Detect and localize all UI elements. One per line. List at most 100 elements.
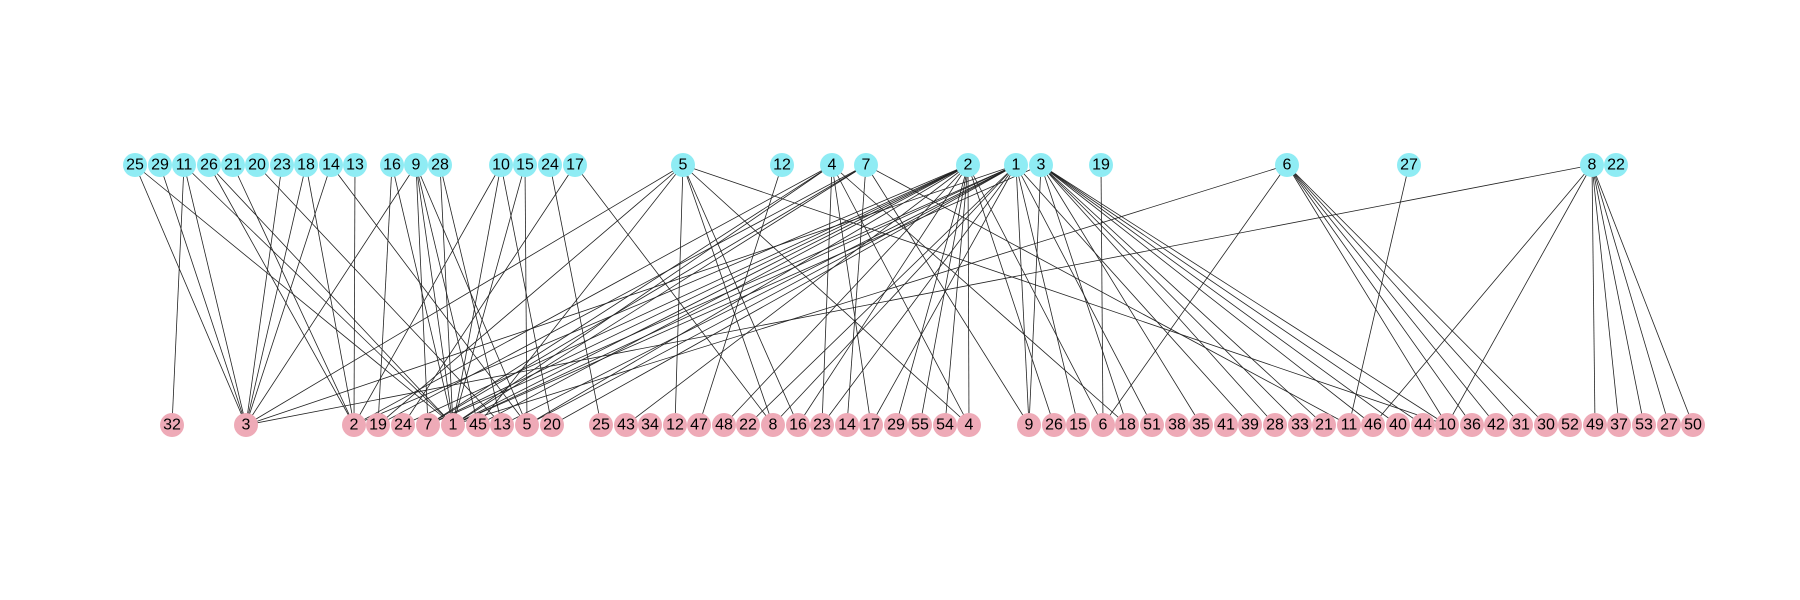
top-node-label: 4 [828, 157, 837, 174]
top-node-circle [245, 153, 269, 177]
edge-3-21 [1040, 164, 1325, 426]
bottom-node-40: 40 [1386, 413, 1410, 437]
edge-7-19 [377, 164, 867, 426]
edge-7-1 [452, 164, 867, 426]
edge-2-48 [723, 164, 969, 426]
bottom-node-22: 22 [736, 413, 760, 437]
bottom-node-19: 19 [366, 413, 390, 437]
bottom-node-52: 52 [1558, 413, 1582, 437]
edge-1-9 [1015, 164, 1030, 426]
edge-4-1 [452, 164, 833, 426]
edge-3-35 [1040, 164, 1202, 426]
bottom-node-circle [1238, 413, 1262, 437]
edge-8-53 [1591, 164, 1645, 426]
top-node-1: 1 [1004, 153, 1028, 177]
bottom-node-11: 11 [1337, 413, 1361, 437]
bottom-node-circle [1681, 413, 1705, 437]
bottom-node-circle [835, 413, 859, 437]
top-node-label: 3 [1037, 157, 1046, 174]
top-node-label: 16 [383, 157, 401, 174]
top-node-circle [538, 153, 562, 177]
bottom-node-label: 34 [641, 417, 659, 434]
top-node-circle [221, 153, 245, 177]
top-node-circle [319, 153, 343, 177]
top-node-21: 21 [221, 153, 245, 177]
top-node-29: 29 [148, 153, 172, 177]
edge-2-2 [353, 164, 969, 426]
bottom-node-35: 35 [1189, 413, 1213, 437]
top-node-label: 29 [151, 157, 169, 174]
bottom-node-label: 8 [769, 417, 778, 434]
bottom-node-label: 23 [813, 417, 831, 434]
edge-9-3 [245, 164, 417, 426]
top-node-label: 6 [1283, 157, 1292, 174]
edge-18-2 [305, 164, 355, 426]
edge-28-13 [439, 164, 503, 426]
edge-2-45 [477, 164, 969, 426]
bottom-node-circle [786, 413, 810, 437]
edge-1-7 [427, 164, 1017, 426]
bottom-node-16: 16 [786, 413, 810, 437]
top-node-6: 6 [1275, 153, 1299, 177]
bottom-node-circle [1657, 413, 1681, 437]
edge-2-4 [967, 164, 970, 426]
top-node-label: 24 [541, 157, 559, 174]
bottom-node-circle [1460, 413, 1484, 437]
edge-7-7 [427, 164, 867, 426]
edge-8-46 [1372, 164, 1593, 426]
edge-5-19 [377, 164, 684, 426]
bottom-node-circle [1632, 413, 1656, 437]
bottom-node-label: 53 [1635, 417, 1653, 434]
bottom-node-37: 37 [1607, 413, 1631, 437]
bottom-node-38: 38 [1165, 413, 1189, 437]
edge-3-40 [1040, 164, 1399, 426]
bottom-node-label: 21 [1315, 417, 1333, 434]
top-node-circle [1580, 153, 1604, 177]
bottom-node-41: 41 [1214, 413, 1238, 437]
bottom-node-7: 7 [416, 413, 440, 437]
bottom-node-circle [712, 413, 736, 437]
bottom-node-circle [1558, 413, 1582, 437]
edge-5-3 [245, 164, 684, 426]
bottom-node-circle [1017, 413, 1041, 437]
bottom-node-label: 42 [1487, 417, 1505, 434]
top-node-circle [343, 153, 367, 177]
edge-1-3 [245, 164, 1017, 426]
top-node-circle [956, 153, 980, 177]
bottom-node-circle [1509, 413, 1533, 437]
bottom-node-label: 17 [862, 417, 880, 434]
top-node-circle [1397, 153, 1421, 177]
edge-4-2 [353, 164, 833, 426]
bottom-node-54: 54 [933, 413, 957, 437]
bottom-node-28: 28 [1263, 413, 1287, 437]
bottom-node-33: 33 [1288, 413, 1312, 437]
bottom-node-9: 9 [1017, 413, 1041, 437]
edge-9-7 [415, 164, 429, 426]
top-node-label: 5 [679, 157, 688, 174]
bottom-node-circle [515, 413, 539, 437]
bottom-node-label: 27 [1660, 417, 1678, 434]
top-node-circle [1004, 153, 1028, 177]
bottom-node-label: 11 [1341, 417, 1358, 434]
top-node-label: 8 [1588, 157, 1597, 174]
bottom-node-4: 4 [957, 413, 981, 437]
bottom-node-label: 5 [523, 417, 532, 434]
edge-4-23 [821, 164, 833, 426]
bottom-node-25: 25 [589, 413, 613, 437]
edge-1-1 [452, 164, 1017, 426]
bottom-node-26: 26 [1042, 413, 1066, 437]
edge-6-10 [1286, 164, 1448, 426]
edge-3-1 [452, 164, 1042, 426]
bottom-node-label: 9 [1025, 417, 1034, 434]
bottom-node-label: 49 [1586, 417, 1604, 434]
top-node-2: 2 [956, 153, 980, 177]
bottom-node-label: 6 [1099, 417, 1108, 434]
edge-5-12 [674, 164, 684, 426]
bottom-node-circle [1091, 413, 1115, 437]
top-node-22: 22 [1604, 153, 1628, 177]
bottom-node-circle [761, 413, 785, 437]
bottom-node-31: 31 [1509, 413, 1533, 437]
bottom-node-label: 16 [789, 417, 807, 434]
bottom-node-5: 5 [515, 413, 539, 437]
edge-1-17 [870, 164, 1017, 426]
